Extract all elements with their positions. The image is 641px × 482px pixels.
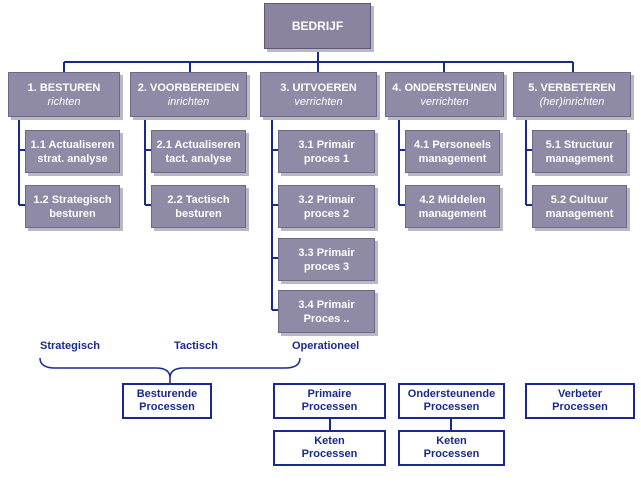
sub-box-line2: proces 2 — [303, 207, 350, 220]
process-box-line1: Primaire — [307, 388, 352, 400]
col-head-sub: verrichten — [294, 95, 343, 108]
sub-box-line1: 4.2 Middelen — [419, 193, 486, 206]
col-head-sub: verrichten — [420, 95, 469, 108]
sub-box-3-2: 3.2 Primair proces 2 — [278, 185, 375, 228]
sub-box-line2: management — [418, 207, 487, 220]
col-head-title: 2. VOORBEREIDEN — [137, 81, 240, 94]
process-box-line1: Besturende — [136, 388, 198, 400]
sub-box-line2: besturen — [49, 207, 96, 220]
sub-box-line2: proces 3 — [303, 260, 350, 273]
process-box-line1: Keten — [314, 435, 345, 447]
level-tactical-label: Tactisch — [174, 340, 218, 352]
sub-box-4-2: 4.2 Middelen management — [405, 185, 500, 228]
sub-box-line1: 3.4 Primair — [298, 298, 355, 311]
process-box-line2: Processen — [139, 401, 195, 413]
sub-box-3-1: 3.1 Primair proces 1 — [278, 130, 375, 173]
level-operational-label: Operationeel — [292, 340, 360, 352]
sub-box-3-3: 3.3 Primair proces 3 — [278, 238, 375, 281]
col-head-title: 3. UITVOEREN — [280, 81, 357, 94]
sub-box-4-1: 4.1 Personeels management — [405, 130, 500, 173]
sub-box-line2: management — [418, 152, 487, 165]
process-box-verbeter: Verbeter Processen — [525, 383, 635, 419]
sub-box-line2: strat. analyse — [37, 152, 108, 165]
sub-box-line2: management — [545, 152, 614, 165]
col-head-title: 4. ONDERSTEUNEN — [392, 81, 497, 94]
process-box-line1: Keten — [436, 435, 467, 447]
col-head-sub: (her)inrichten — [539, 95, 605, 108]
process-box-besturende: Besturende Processen — [122, 383, 212, 419]
process-box-line2: Processen — [552, 401, 608, 413]
process-box-line2: Processen — [423, 448, 480, 460]
process-box-primaire: Primaire Processen — [273, 383, 386, 419]
sub-box-line1: 4.1 Personeels — [413, 138, 492, 151]
level-strategic-label: Strategisch — [40, 340, 100, 352]
sub-box-2-1: 2.1 Actualiseren tact. analyse — [151, 130, 246, 173]
process-box-line2: Processen — [301, 448, 358, 460]
col-head-verbeteren: 5. VERBETEREN (her)inrichten — [513, 72, 631, 117]
col-head-voorbereiden: 2. VOORBEREIDEN inrichten — [130, 72, 247, 117]
sub-box-line2: Proces .. — [303, 312, 350, 325]
col-head-sub: richten — [47, 95, 81, 108]
sub-box-line2: besturen — [175, 207, 222, 220]
sub-box-line1: 1.1 Actualiseren — [30, 138, 115, 151]
col-head-title: 5. VERBETEREN — [528, 81, 616, 94]
sub-box-line1: 2.1 Actualiseren — [156, 138, 241, 151]
sub-box-2-2: 2.2 Tactisch besturen — [151, 185, 246, 228]
process-box-ondersteunende: Ondersteunende Processen — [398, 383, 505, 419]
sub-box-line1: 5.2 Cultuur — [550, 193, 609, 206]
col-head-title: 1. BESTUREN — [27, 81, 101, 94]
sub-box-5-2: 5.2 Cultuur management — [532, 185, 627, 228]
process-box-line2: Processen — [301, 401, 358, 413]
process-box-keten-ondersteunend: Keten Processen — [398, 430, 505, 466]
sub-box-line2: management — [545, 207, 614, 220]
sub-box-1-1: 1.1 Actualiseren strat. analyse — [25, 130, 120, 173]
company-box: BEDRIJF — [264, 3, 371, 49]
sub-box-line1: 3.1 Primair — [298, 138, 355, 151]
col-head-uitvoeren: 3. UITVOEREN verrichten — [260, 72, 377, 117]
sub-box-line1: 2.2 Tactisch — [167, 193, 230, 206]
col-head-ondersteunen: 4. ONDERSTEUNEN verrichten — [385, 72, 504, 117]
col-head-sub: inrichten — [167, 95, 210, 108]
col-head-besturen: 1. BESTUREN richten — [8, 72, 120, 117]
sub-box-line1: 1.2 Strategisch — [33, 193, 112, 206]
process-box-line1: Verbeter — [557, 388, 603, 400]
sub-box-line2: proces 1 — [303, 152, 350, 165]
company-label: BEDRIJF — [291, 19, 344, 33]
sub-box-line1: 5.1 Structuur — [545, 138, 614, 151]
sub-box-1-2: 1.2 Strategisch besturen — [25, 185, 120, 228]
sub-box-5-1: 5.1 Structuur management — [532, 130, 627, 173]
process-box-line2: Processen — [423, 401, 480, 413]
sub-box-line2: tact. analyse — [165, 152, 232, 165]
sub-box-3-4: 3.4 Primair Proces .. — [278, 290, 375, 333]
sub-box-line1: 3.2 Primair — [298, 193, 355, 206]
process-box-line1: Ondersteunende — [407, 388, 496, 400]
process-box-keten-primair: Keten Processen — [273, 430, 386, 466]
sub-box-line1: 3.3 Primair — [298, 246, 355, 259]
